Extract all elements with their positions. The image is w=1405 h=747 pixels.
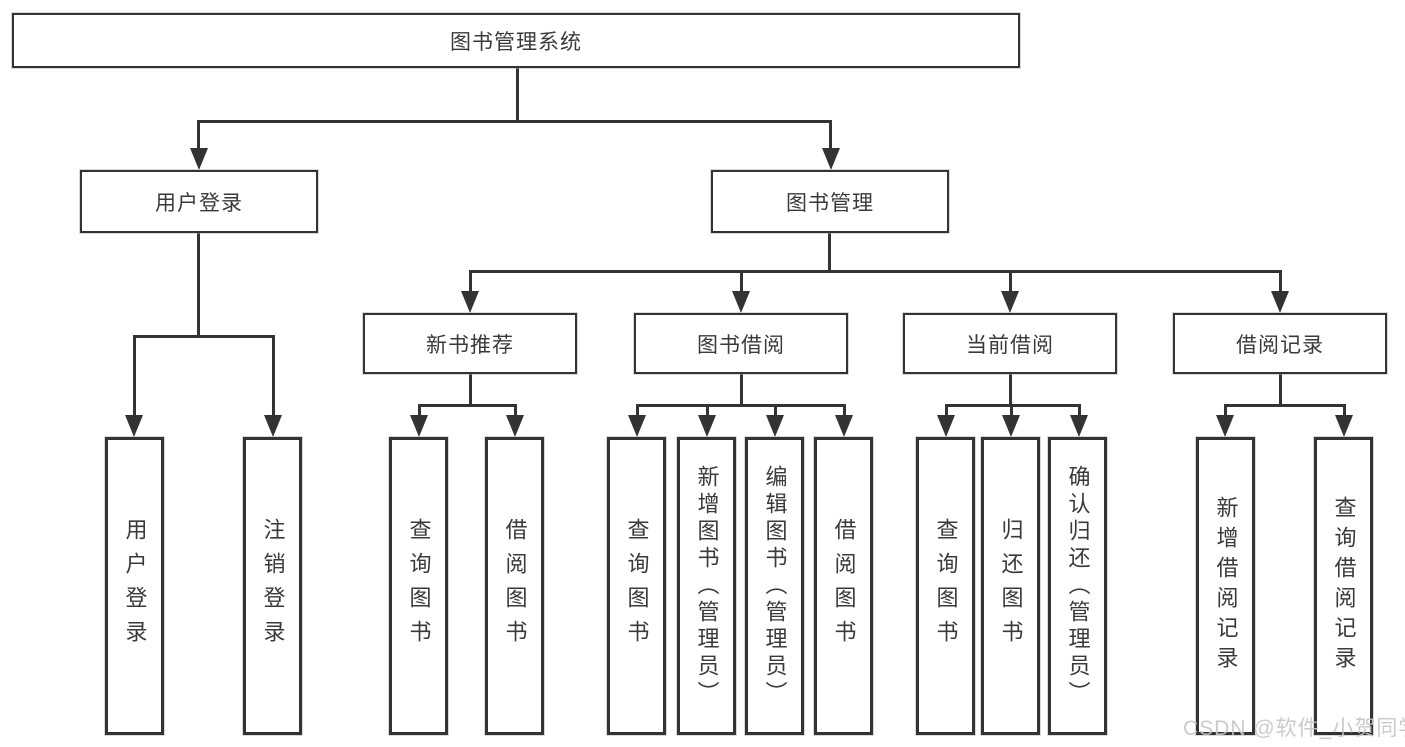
leaf-label: 查询借阅记录 [1331, 496, 1357, 676]
leaf-add-book-admin: 新增图书（管理员） [677, 437, 736, 735]
node-book-management: 图书管理 [711, 170, 949, 233]
connector-line [1279, 270, 1282, 292]
connector-line [828, 233, 831, 273]
connector-line [197, 120, 200, 152]
connector-line [843, 404, 846, 417]
leaf-user-login: 用户登录 [105, 437, 164, 735]
arrowhead-down-icon [628, 415, 646, 437]
connector-line [945, 404, 948, 417]
arrowhead-down-icon [766, 415, 784, 437]
leaf-label: 查询图书 [406, 518, 432, 654]
arrowhead-down-icon [732, 291, 750, 313]
connector-line [133, 335, 275, 338]
connector-line [740, 374, 743, 407]
arrowhead-down-icon [698, 415, 716, 437]
connector-line [1224, 404, 1346, 407]
leaf-label: 查询图书 [624, 518, 650, 654]
connector-line [516, 68, 519, 123]
connector-line [636, 404, 846, 407]
leaf-logout: 注销登录 [243, 437, 302, 735]
arrowhead-down-icon [125, 415, 143, 437]
leaf-query-books-current: 查询图书 [916, 437, 975, 735]
leaf-label: 注销登录 [260, 518, 286, 654]
node-user-login: 用户登录 [80, 170, 318, 233]
connector-line [197, 233, 200, 338]
node-book-borrowing: 图书借阅 [634, 313, 848, 374]
connector-line [1078, 404, 1081, 417]
node-borrowing-records: 借阅记录 [1173, 313, 1387, 374]
connector-line [418, 404, 517, 407]
connector-line [1009, 374, 1012, 407]
arrowhead-down-icon [506, 415, 524, 437]
leaf-label: 用户登录 [122, 518, 148, 654]
connector-line [636, 404, 639, 417]
connector-line [469, 270, 472, 292]
leaf-return-book: 归还图书 [981, 437, 1040, 735]
arrowhead-down-icon [835, 415, 853, 437]
connector-line [1010, 404, 1013, 417]
connector-line [133, 335, 136, 417]
leaf-label: 归还图书 [998, 518, 1024, 654]
watermark: CSDN @软件_小贺同学 [1183, 717, 1405, 740]
leaf-borrow-books-recommend: 借阅图书 [485, 437, 544, 735]
arrowhead-down-icon [1271, 291, 1289, 313]
arrowhead-down-icon [1001, 291, 1019, 313]
leaf-label: 借阅图书 [502, 518, 528, 654]
arrowhead-down-icon [461, 291, 479, 313]
connector-line [469, 374, 472, 407]
node-new-book-recommend: 新书推荐 [363, 313, 577, 374]
leaf-label: 借阅图书 [831, 518, 857, 654]
connector-line [1279, 374, 1282, 407]
connector-line [1224, 404, 1227, 417]
arrowhead-down-icon [822, 148, 840, 170]
arrowhead-down-icon [264, 415, 282, 437]
leaf-edit-book-admin: 编辑图书（管理员） [745, 437, 804, 735]
leaf-label: 编辑图书（管理员） [762, 464, 788, 708]
arrowhead-down-icon [1002, 415, 1020, 437]
arrowhead-down-icon [410, 415, 428, 437]
connector-line [514, 404, 517, 417]
leaf-query-borrow-record: 查询借阅记录 [1314, 437, 1373, 735]
arrowhead-down-icon [1070, 415, 1088, 437]
leaf-label: 新增借阅记录 [1213, 496, 1239, 676]
connector-line [1009, 270, 1012, 292]
leaf-add-borrow-record: 新增借阅记录 [1196, 437, 1255, 735]
connector-line [706, 404, 709, 417]
arrowhead-down-icon [937, 415, 955, 437]
connector-line [774, 404, 777, 417]
connector-line [469, 270, 1282, 273]
leaf-confirm-return-admin: 确认归还（管理员） [1048, 437, 1107, 735]
node-library-management-system: 图书管理系统 [12, 13, 1020, 68]
node-current-borrowing: 当前借阅 [903, 313, 1117, 374]
leaf-label: 确认归还（管理员） [1065, 464, 1091, 708]
leaf-borrow-books-borrowing: 借阅图书 [814, 437, 873, 735]
connector-line [945, 404, 1081, 407]
leaf-label: 查询图书 [933, 518, 959, 654]
arrowhead-down-icon [190, 148, 208, 170]
leaf-label: 新增图书（管理员） [694, 464, 720, 708]
leaf-query-books-borrowing: 查询图书 [607, 437, 666, 735]
connector-line [740, 270, 743, 292]
connector-line [197, 120, 832, 123]
connector-line [829, 120, 832, 152]
arrowhead-down-icon [1335, 415, 1353, 437]
arrowhead-down-icon [1216, 415, 1234, 437]
connector-line [418, 404, 421, 417]
leaf-query-books-recommend: 查询图书 [389, 437, 448, 735]
connector-line [1343, 404, 1346, 417]
connector-line [272, 335, 275, 417]
